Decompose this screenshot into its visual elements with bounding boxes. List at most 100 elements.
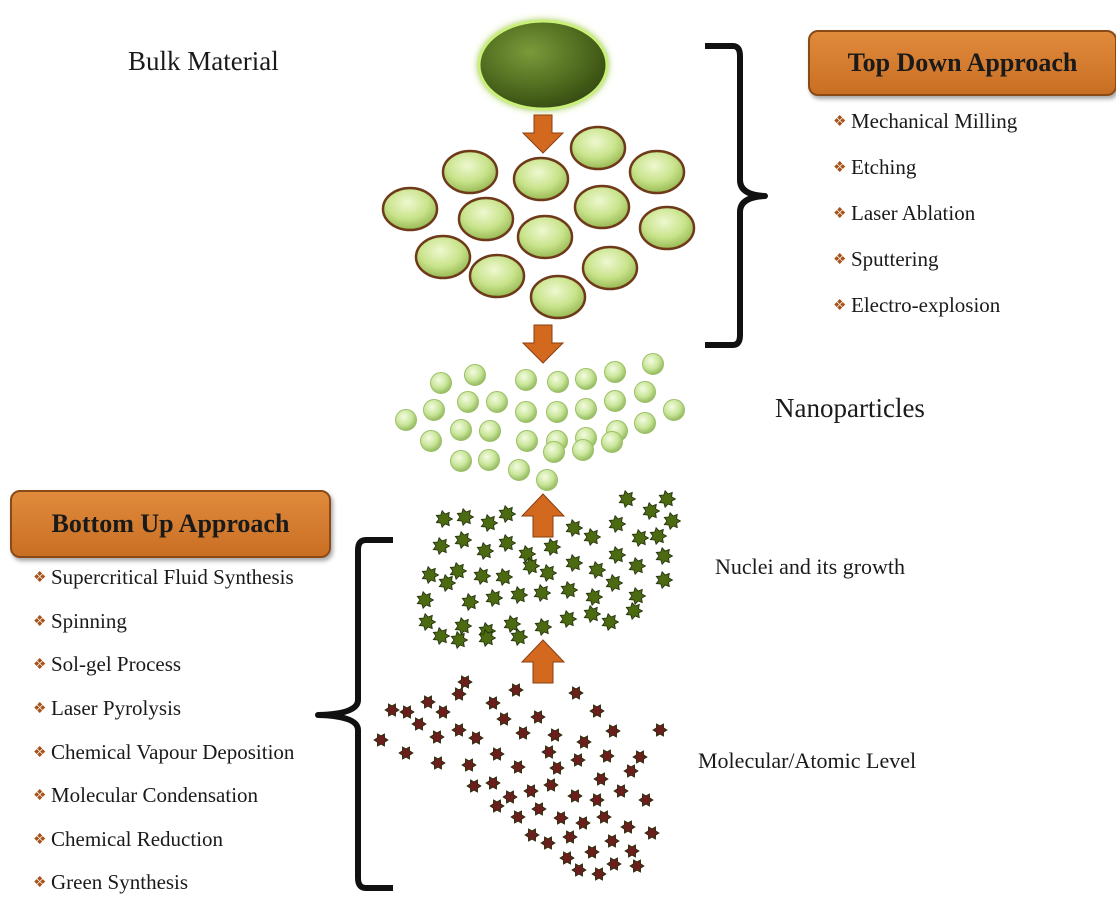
method-label: Spinning bbox=[51, 608, 127, 633]
up-arrow-2 bbox=[520, 639, 566, 684]
atom bbox=[571, 863, 587, 877]
nucleus bbox=[642, 501, 661, 521]
top-down-methods-list: ❖Mechanical Milling❖Etching❖Laser Ablati… bbox=[833, 98, 1017, 328]
nucleus bbox=[588, 560, 607, 580]
molecular-level-label: Molecular/Atomic Level bbox=[698, 748, 917, 773]
bullet-icon: ❖ bbox=[33, 744, 47, 761]
nanoparticle bbox=[642, 353, 664, 375]
micro-particle bbox=[457, 196, 515, 242]
atom bbox=[502, 790, 518, 804]
nucleus bbox=[461, 592, 480, 612]
atom bbox=[429, 730, 445, 744]
nucleus bbox=[583, 527, 602, 547]
atom bbox=[562, 830, 578, 844]
bottom-up-method-item: ❖Spinning bbox=[33, 600, 294, 644]
micro-particle bbox=[381, 186, 439, 232]
bullet-icon: ❖ bbox=[833, 251, 847, 268]
nucleus bbox=[655, 546, 674, 566]
method-label: Supercritical Fluid Synthesis bbox=[51, 565, 294, 590]
nucleus bbox=[663, 511, 682, 531]
atom bbox=[606, 857, 622, 871]
atom bbox=[567, 789, 583, 803]
nanoparticle bbox=[515, 369, 537, 391]
bottom-up-method-item: ❖Green Synthesis bbox=[33, 861, 294, 905]
atom bbox=[584, 845, 600, 859]
nucleus bbox=[583, 604, 602, 624]
top-down-method-item: ❖Electro-explosion bbox=[833, 282, 1017, 328]
nanoparticle bbox=[508, 459, 530, 481]
nucleus bbox=[533, 583, 552, 603]
nanoparticle bbox=[634, 381, 656, 403]
nanoparticle bbox=[420, 430, 442, 452]
nucleus bbox=[480, 513, 499, 533]
bottom-up-method-item: ❖Chemical Vapour Deposition bbox=[33, 730, 294, 774]
atom bbox=[489, 747, 505, 761]
top-down-approach-box: Top Down Approach bbox=[808, 30, 1116, 96]
bottom-up-method-item: ❖Laser Pyrolysis bbox=[33, 687, 294, 731]
atom bbox=[568, 686, 584, 700]
nucleus bbox=[473, 566, 492, 586]
nanoparticle bbox=[546, 401, 568, 423]
atom bbox=[570, 753, 586, 767]
nucleus bbox=[625, 601, 644, 621]
atom bbox=[435, 705, 451, 719]
atom bbox=[591, 867, 607, 881]
nanoparticle bbox=[601, 431, 623, 453]
method-label: Sputtering bbox=[851, 246, 939, 271]
nucleus bbox=[585, 587, 604, 607]
down-arrow-2 bbox=[521, 324, 565, 364]
micro-particle bbox=[468, 253, 526, 299]
nanoparticle bbox=[464, 364, 486, 386]
micro-particle bbox=[628, 149, 686, 195]
atom bbox=[613, 784, 629, 798]
method-label: Chemical Reduction bbox=[51, 826, 224, 851]
nucleus bbox=[510, 585, 529, 605]
nucleus bbox=[503, 614, 522, 634]
up-arrow-1 bbox=[520, 493, 566, 538]
atom bbox=[543, 778, 559, 792]
nucleus bbox=[485, 588, 504, 608]
bottom-up-method-item: ❖Sol-gel Process bbox=[33, 643, 294, 687]
atom bbox=[451, 687, 467, 701]
atom bbox=[605, 724, 621, 738]
nucleus bbox=[618, 489, 637, 509]
nucleus bbox=[450, 630, 469, 650]
nucleus bbox=[601, 612, 620, 632]
bottom-up-approach-box: Bottom Up Approach bbox=[10, 490, 331, 558]
nucleus bbox=[449, 561, 468, 581]
nucleus bbox=[658, 489, 677, 509]
atom bbox=[524, 828, 540, 842]
atom bbox=[599, 749, 615, 763]
nucleus bbox=[432, 626, 451, 646]
bulk-particle bbox=[477, 19, 609, 111]
atom bbox=[624, 844, 640, 858]
top-down-bracket bbox=[705, 43, 768, 348]
nucleus bbox=[418, 612, 437, 632]
bottom-up-bracket bbox=[315, 537, 393, 891]
atom bbox=[540, 836, 556, 850]
atom bbox=[530, 710, 546, 724]
nucleus bbox=[498, 504, 517, 524]
nucleus bbox=[534, 617, 553, 637]
top-down-method-item: ❖Laser Ablation bbox=[833, 190, 1017, 236]
atom bbox=[596, 810, 612, 824]
bullet-icon: ❖ bbox=[33, 570, 47, 587]
nucleus bbox=[565, 518, 584, 538]
method-label: Sol-gel Process bbox=[51, 652, 182, 677]
atom bbox=[638, 793, 654, 807]
atom bbox=[553, 811, 569, 825]
atom bbox=[510, 760, 526, 774]
atom bbox=[485, 776, 501, 790]
nucleus bbox=[518, 544, 537, 564]
nanoparticle bbox=[536, 469, 558, 491]
method-label: Chemical Vapour Deposition bbox=[51, 739, 295, 764]
nucleus bbox=[631, 528, 650, 548]
micro-particle bbox=[414, 234, 472, 280]
nucleus bbox=[628, 556, 647, 576]
method-label: Green Synthesis bbox=[51, 870, 189, 895]
nanoparticles-cluster bbox=[395, 353, 685, 491]
nucleus bbox=[608, 545, 627, 565]
nucleus bbox=[454, 616, 473, 636]
top-down-method-item: ❖Sputtering bbox=[833, 236, 1017, 282]
atom bbox=[468, 731, 484, 745]
